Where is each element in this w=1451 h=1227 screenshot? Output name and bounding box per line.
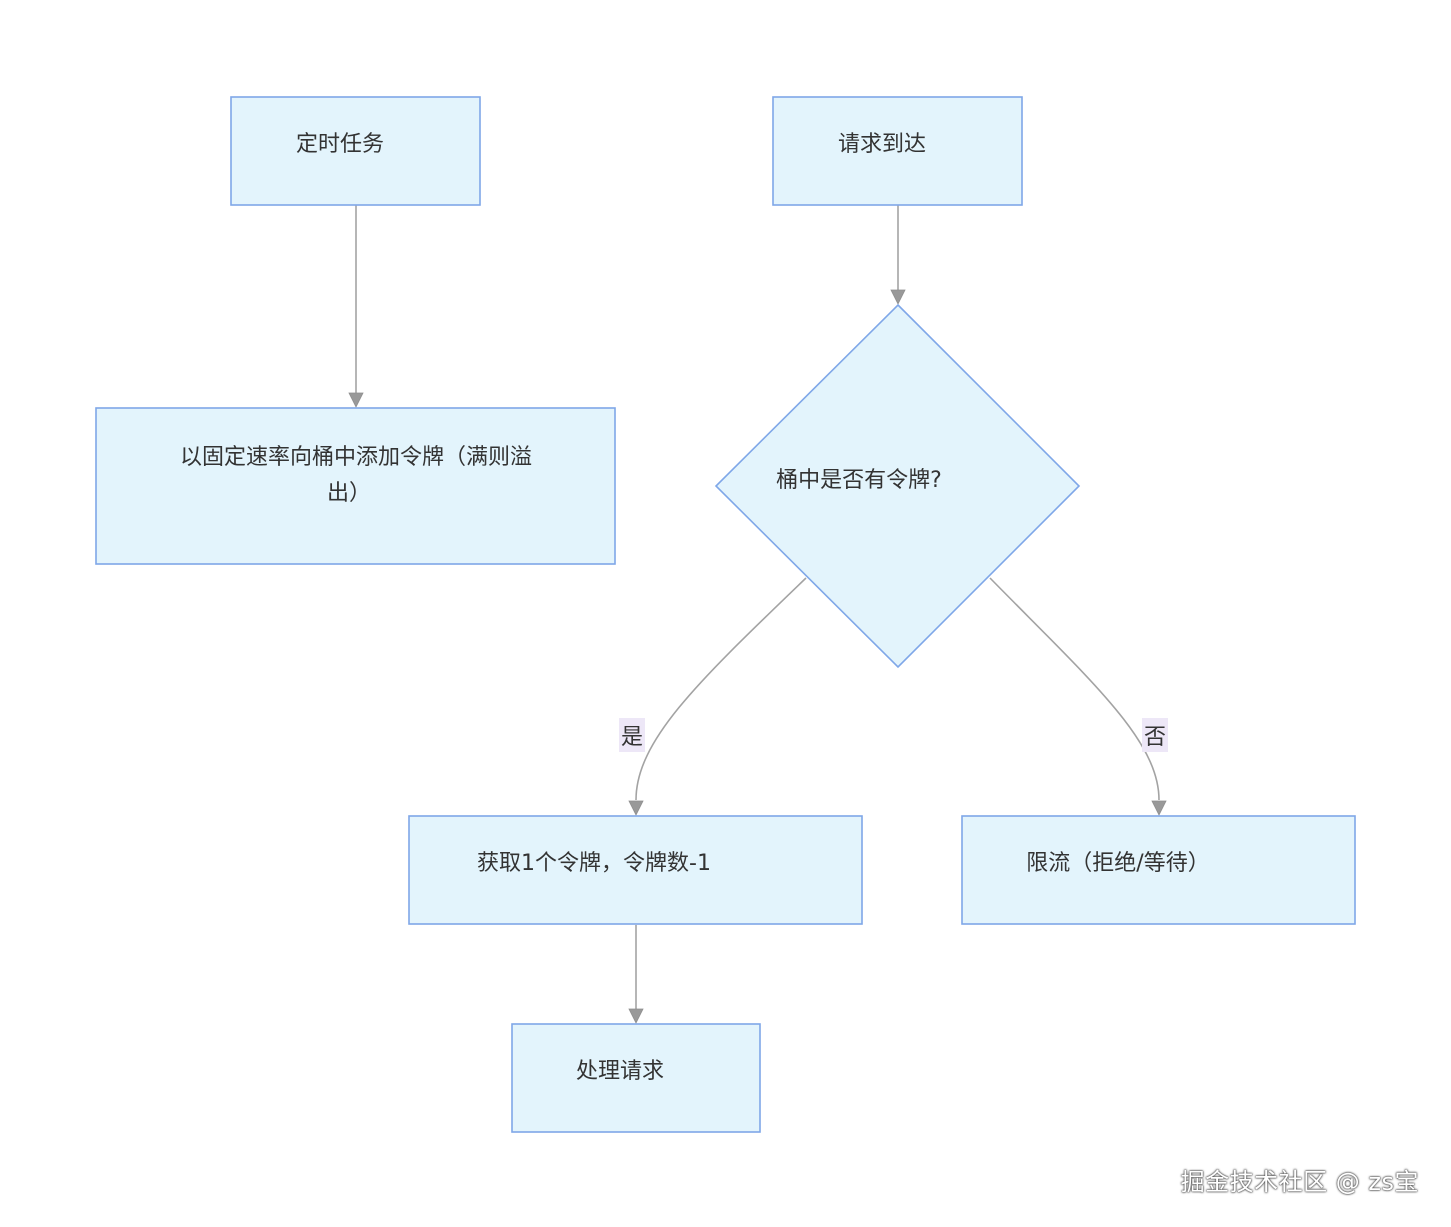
edge-label-no: 否 [1142,718,1168,752]
edge-label-yes: 是 [619,718,645,752]
node-take-token-label: 获取1个令牌，令牌数-1 [477,851,711,876]
node-request-arrives: 请求到达 [772,96,1023,206]
node-rate-limit-label: 限流（拒绝/等待） [1026,851,1209,876]
edge-label-yes-text: 是 [621,725,643,750]
node-rate-limit: 限流（拒绝/等待） [961,815,1356,925]
node-add-tokens-line1: 以固定速率向桶中添加令牌（满则溢 [180,445,532,470]
node-timer-task-label: 定时任务 [296,132,384,157]
edge-label-no-text: 否 [1144,725,1166,750]
node-handle-request-label: 处理请求 [576,1059,664,1084]
node-add-tokens: 以固定速率向桶中添加令牌（满则溢 出） [95,407,616,565]
arrowhead-rate-limit [1151,800,1167,816]
arrowhead-take-token [628,800,644,816]
arrowhead-decision [890,289,906,305]
arrowhead-add-tokens [348,392,364,408]
node-add-tokens-line2: 出） [327,481,371,506]
node-has-token-decision: 桶中是否有令牌? [714,303,1081,669]
edge-decision-no [989,577,1160,801]
node-take-token: 获取1个令牌，令牌数-1 [408,815,863,925]
node-request-arrives-label: 请求到达 [838,132,926,157]
arrowhead-handle-request [628,1008,644,1024]
edge-decision-yes [635,577,807,801]
node-timer-task: 定时任务 [230,96,481,206]
node-has-token-label: 桶中是否有令牌? [776,468,942,493]
watermark: 掘金技术社区 @ zs宝 [1180,1168,1419,1196]
node-handle-request: 处理请求 [511,1023,761,1133]
